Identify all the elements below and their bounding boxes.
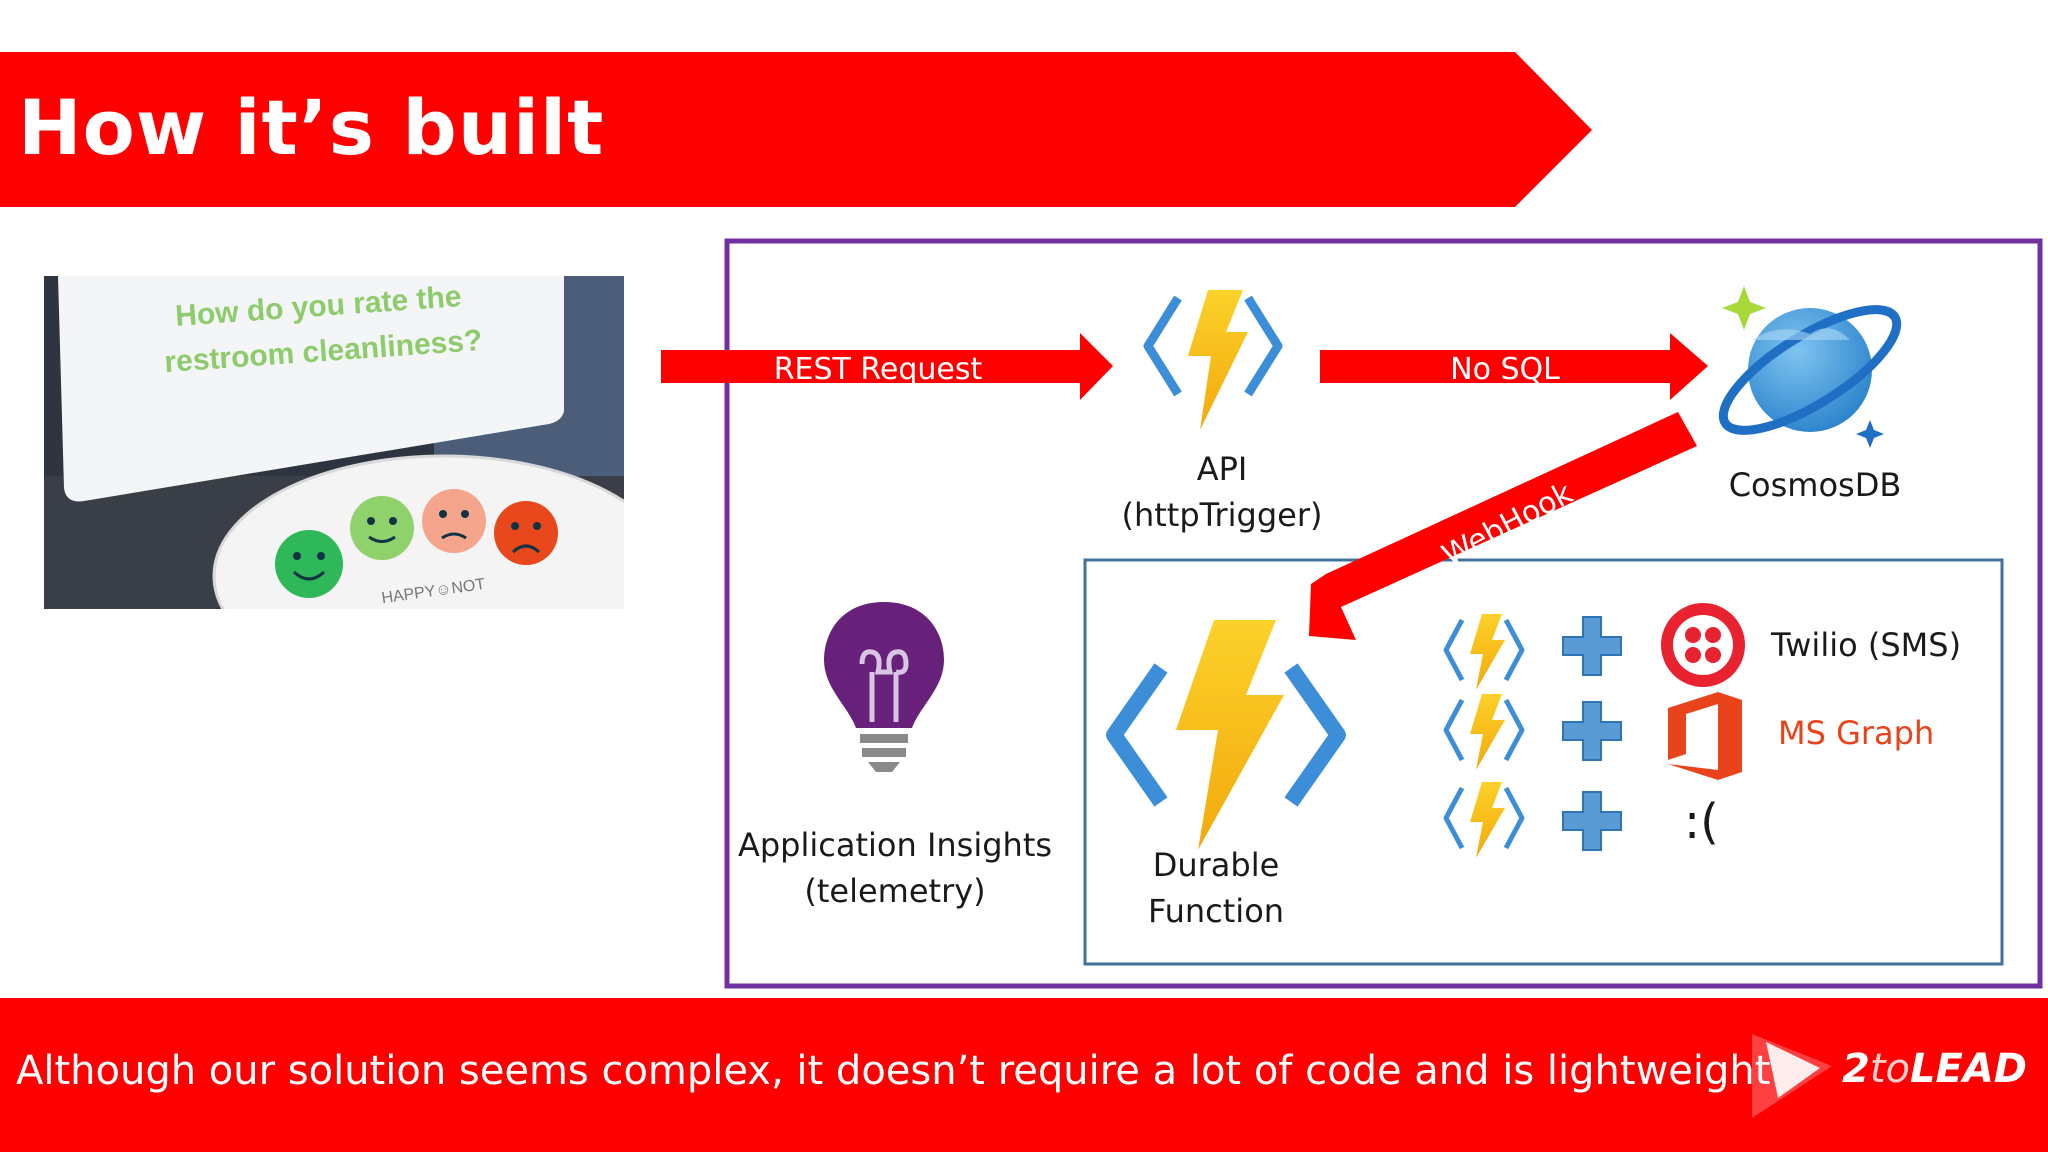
twilio-label: Twilio (SMS) bbox=[1770, 626, 1961, 664]
webhook-arrow bbox=[1309, 412, 1697, 640]
smiley-very-happy bbox=[275, 530, 343, 598]
activity-function-icon-1 bbox=[1443, 614, 1525, 690]
lightbulb-icon bbox=[824, 602, 944, 772]
2tolead-logo-text: 2toLEAD bbox=[1842, 1046, 2027, 1092]
cosmosdb-icon bbox=[1718, 286, 1902, 448]
api-function-icon bbox=[1143, 290, 1283, 430]
rest-request-label: REST Request bbox=[774, 352, 983, 387]
nosql-arrow bbox=[1320, 333, 1708, 400]
ms-graph-label: MS Graph bbox=[1778, 714, 1934, 752]
smiley-happy bbox=[350, 496, 414, 560]
footer-bar bbox=[0, 998, 2048, 1152]
nosql-label: No SQL bbox=[1450, 352, 1560, 387]
slide-title: How it’s built bbox=[18, 83, 605, 172]
plus-icon bbox=[1562, 791, 1622, 851]
activity-function-icon-3 bbox=[1443, 782, 1525, 858]
smiley-unhappy bbox=[422, 489, 486, 553]
logo-lead: LEAD bbox=[1910, 1046, 2027, 1092]
twilio-icon bbox=[1661, 603, 1745, 687]
durable-box bbox=[1083, 558, 2004, 966]
logo-prefix: 2 bbox=[1842, 1046, 1870, 1092]
footer-text: Although our solution seems complex, it … bbox=[16, 1048, 1771, 1094]
durable-label: Durable bbox=[1153, 846, 1280, 884]
smiley-very-unhappy bbox=[494, 501, 558, 565]
plus-icon bbox=[1562, 616, 1622, 676]
cosmosdb-label: CosmosDB bbox=[1729, 466, 1902, 504]
durable-function-icon bbox=[1106, 620, 1346, 850]
office-icon bbox=[1668, 692, 1742, 780]
2tolead-logo-icon bbox=[1752, 1034, 1832, 1118]
logo-to: to bbox=[1869, 1046, 1910, 1092]
rest-request-arrow bbox=[661, 333, 1113, 400]
activity-function-icon-2 bbox=[1443, 694, 1525, 770]
happyornot-photo: How do you rate the restroom cleanliness… bbox=[44, 276, 624, 609]
title-banner bbox=[0, 52, 1592, 207]
api-trigger-label: (httpTrigger) bbox=[1121, 496, 1322, 534]
app-insights-label: Application Insights bbox=[738, 826, 1052, 864]
app-insights-telemetry-label: (telemetry) bbox=[804, 872, 985, 910]
sad-face-label: :( bbox=[1684, 794, 1719, 850]
api-label: API bbox=[1197, 450, 1248, 488]
architecture-frame bbox=[724, 238, 2043, 989]
durable-function-label: Function bbox=[1148, 892, 1284, 930]
plus-icon bbox=[1562, 701, 1622, 761]
